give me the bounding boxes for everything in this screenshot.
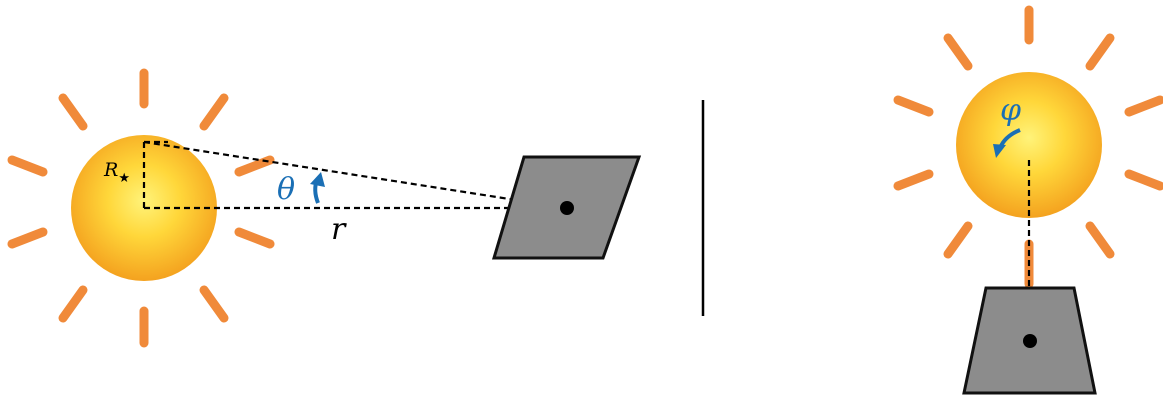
left-sun bbox=[7, 68, 275, 348]
ray bbox=[7, 155, 48, 177]
phi-arrow bbox=[993, 128, 1021, 158]
panel-center-dot bbox=[1023, 334, 1037, 348]
ray bbox=[1085, 33, 1115, 71]
panel-center-dot bbox=[560, 201, 574, 215]
ray bbox=[1124, 95, 1163, 117]
star-radius-symbol: R bbox=[103, 159, 118, 181]
left-panel bbox=[491, 155, 642, 260]
ray bbox=[58, 285, 88, 323]
theta-arrow bbox=[310, 172, 325, 204]
ray bbox=[234, 227, 275, 249]
right-sun bbox=[893, 5, 1163, 289]
ray bbox=[893, 169, 934, 191]
ray bbox=[943, 221, 973, 259]
right-sun-rays bbox=[893, 5, 1163, 289]
ray bbox=[893, 95, 934, 117]
left-geometry-lines bbox=[142, 140, 568, 210]
ray bbox=[234, 155, 275, 177]
left-sun-rays bbox=[7, 68, 275, 348]
ray bbox=[7, 227, 48, 249]
phi-label: φ bbox=[1000, 93, 1021, 128]
distance-label: r bbox=[331, 212, 347, 247]
ray bbox=[1085, 221, 1115, 259]
ray bbox=[58, 93, 88, 131]
star-radius-label: R★ bbox=[103, 159, 130, 186]
theta-label: θ bbox=[277, 172, 295, 207]
ray bbox=[943, 33, 973, 71]
right-sun-disk bbox=[956, 72, 1102, 218]
ray bbox=[199, 285, 229, 323]
right-panel bbox=[962, 286, 1097, 395]
star-subscript: ★ bbox=[118, 171, 130, 186]
ray bbox=[199, 93, 229, 131]
ray bbox=[1124, 169, 1163, 191]
tangent-line bbox=[143, 140, 568, 210]
